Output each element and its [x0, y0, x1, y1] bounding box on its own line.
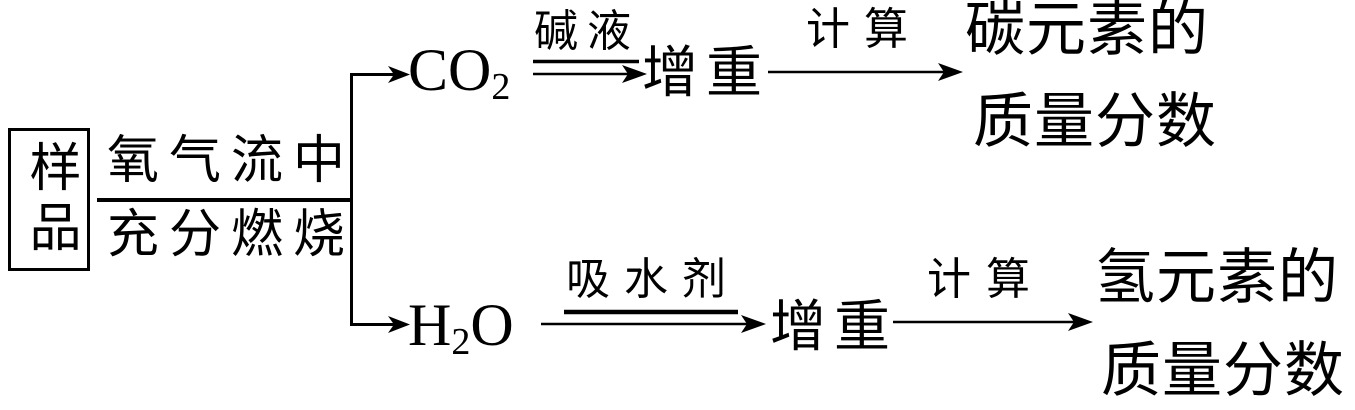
- absorbent-arrowhead-icon: [741, 315, 766, 333]
- co2-formula-base: CO: [408, 37, 492, 103]
- weight-gain-top-label: 增重: [642, 43, 770, 105]
- h2o-formula-base: H: [408, 292, 452, 358]
- co2-formula: CO2: [408, 40, 510, 106]
- calculate-bottom-arrowhead-icon: [1068, 313, 1093, 331]
- alkali-arrowhead-icon: [622, 65, 647, 83]
- h2o-branch-arrowhead-icon: [388, 316, 410, 333]
- absorbent-reagent-label: 吸水剂: [566, 255, 740, 304]
- hydrogen-mass-fraction-line2: 质量分数: [1101, 338, 1345, 404]
- h2o-formula-tail: O: [470, 292, 514, 358]
- co2-branch-arrowhead-icon: [388, 66, 410, 83]
- h2o-formula: H2O: [408, 295, 514, 361]
- co2-formula-subscript: 2: [491, 66, 511, 108]
- combustion-condition-fraction: 氧气流中 充分燃烧: [97, 126, 351, 270]
- weight-gain-bottom-label: 增重: [770, 297, 898, 359]
- alkali-reagent-label: 碱液: [534, 7, 640, 56]
- calculate-top-label: 计算: [806, 5, 922, 54]
- calculate-top-arrowhead-icon: [938, 63, 963, 81]
- hydrogen-mass-fraction-line1: 氢元素的: [1095, 245, 1339, 311]
- sample-label: 样品: [21, 139, 78, 260]
- carbon-mass-fraction-line1: 碳元素的: [965, 0, 1209, 63]
- carbon-mass-fraction-line2: 质量分数: [973, 89, 1217, 155]
- h2o-formula-subscript: 2: [451, 321, 471, 363]
- condition-numerator: 氧气流中: [97, 126, 351, 202]
- calculate-bottom-label: 计算: [927, 255, 1045, 304]
- condition-denominator: 充分燃烧: [107, 207, 356, 264]
- sample-box: 样品: [8, 128, 90, 271]
